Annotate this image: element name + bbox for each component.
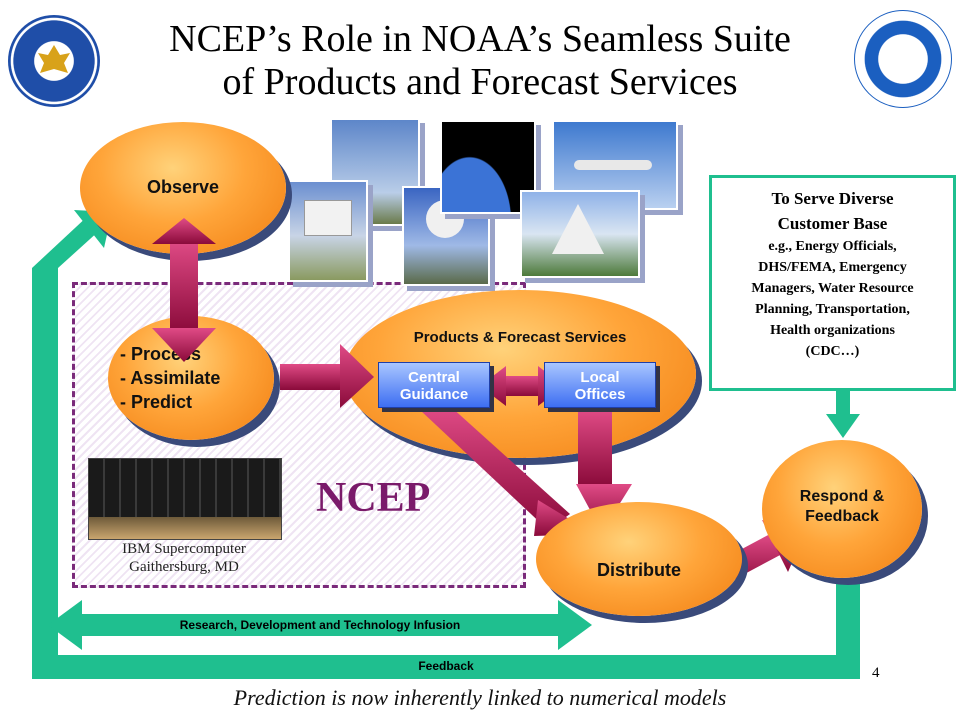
- ncep-label: NCEP: [316, 475, 431, 521]
- shelter-photo: [288, 180, 368, 282]
- local-offices-line1: Local: [580, 369, 620, 386]
- page-number: 4: [872, 665, 880, 681]
- eagle-icon: [38, 45, 70, 73]
- supercomputer-caption-line1: IBM Supercomputer: [122, 541, 246, 557]
- customer-body-line: (CDC…): [805, 344, 860, 359]
- assimilate-item: - Assimilate: [120, 368, 221, 388]
- local-offices-box: Local Offices: [544, 362, 656, 408]
- local-offices-line2: Offices: [574, 386, 626, 403]
- feedback-bar-label: Feedback: [418, 659, 474, 673]
- observe-label: Observe: [146, 177, 220, 197]
- supercomputer-caption-line2: Gaithersburg, MD: [129, 559, 239, 575]
- footer-caption: Prediction is now inherently linked to n…: [233, 685, 727, 710]
- title-line-2: of Products and Forecast Services: [222, 61, 738, 103]
- process-products-arrow: [280, 344, 374, 408]
- respond-line1: Respond &: [799, 488, 885, 505]
- supercomputer-photo: [88, 458, 282, 540]
- customer-heading: To Serve Diverse Customer Base: [712, 186, 953, 236]
- products-label: Products & Forecast Services: [413, 329, 627, 346]
- distribute-node: [536, 502, 742, 616]
- customer-heading-line2: Customer Base: [777, 214, 888, 233]
- central-guidance-box: Central Guidance: [378, 362, 490, 408]
- customer-body: e.g., Energy Officials, DHS/FEMA, Emerge…: [712, 236, 953, 362]
- customer-body-line: Health organizations: [770, 323, 895, 338]
- central-guidance-line1: Central: [408, 369, 460, 386]
- respond-labels: Respond & Feedback: [762, 487, 922, 527]
- observe-process-arrow: [152, 218, 216, 362]
- central-guidance-line2: Guidance: [399, 386, 469, 403]
- respond-line2: Feedback: [805, 508, 879, 525]
- customer-heading-line1: To Serve Diverse: [771, 189, 894, 208]
- customer-body-line: Managers, Water Resource: [751, 281, 914, 296]
- customer-base-box: To Serve Diverse Customer Base e.g., Ene…: [709, 175, 956, 391]
- noaa-bird-icon: [879, 53, 927, 69]
- predict-item: - Predict: [120, 392, 193, 412]
- page-title: NCEP’s Role in NOAA’s Seamless Suite of …: [120, 18, 840, 104]
- customer-body-line: Planning, Transportation,: [755, 302, 910, 317]
- solar-telescope-photo: [520, 190, 640, 278]
- department-of-commerce-seal: [8, 15, 100, 107]
- customer-body-line: DHS/FEMA, Emergency: [758, 260, 907, 275]
- distribute-label: Distribute: [596, 560, 681, 580]
- research-bar-label: Research, Development and Technology Inf…: [179, 618, 461, 632]
- supercomputer-caption: IBM Supercomputer Gaithersburg, MD: [88, 540, 280, 576]
- noaa-seal: [854, 10, 952, 108]
- title-line-1: NCEP’s Role in NOAA’s Seamless Suite: [169, 18, 791, 60]
- respond-node: [762, 440, 922, 578]
- customer-body-line: e.g., Energy Officials,: [768, 239, 897, 254]
